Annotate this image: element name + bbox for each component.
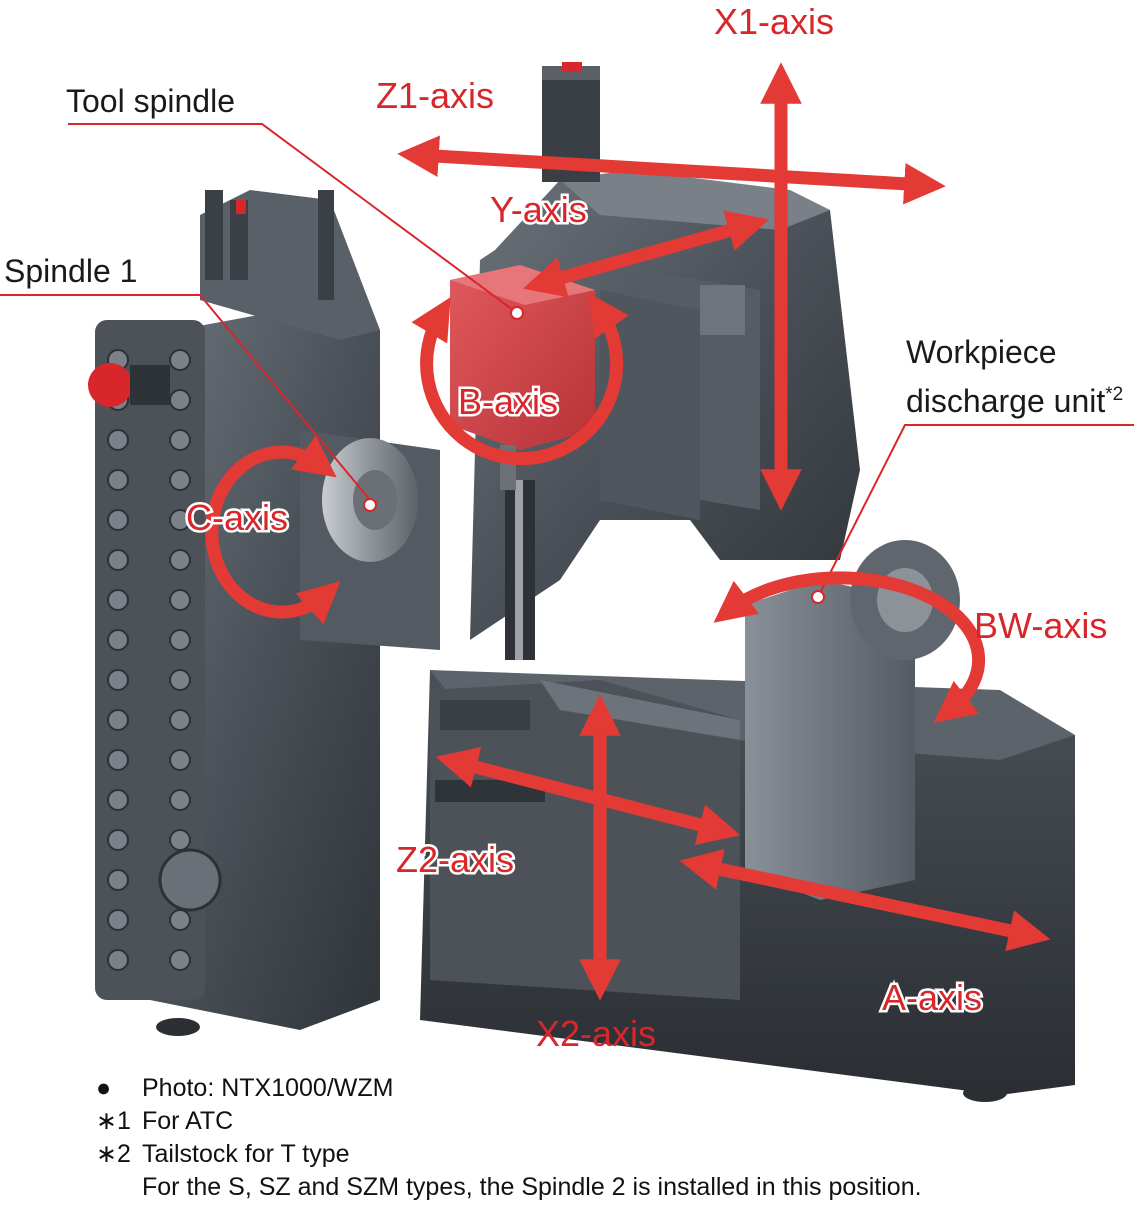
bw-axis-label: BW-axis (974, 605, 1107, 646)
footnote-1: ∗1 For ATC (96, 1105, 1116, 1138)
axis-arrows (205, 62, 1051, 1001)
footnote-mark: ∗2 (96, 1140, 131, 1168)
bullet-mark: ● (96, 1074, 112, 1102)
spindle-1-label: Spindle 1 (4, 253, 137, 289)
spindle-1-leader (0, 294, 371, 501)
b-axis-arrow (411, 292, 629, 466)
footnote-mark: ∗1 (96, 1107, 131, 1135)
footnote-photo: ● Photo: NTX1000/WZM (96, 1072, 1116, 1105)
axis-labels: X1-axis Z1-axis Y-axis B-axis C-axis BW-… (184, 1, 1108, 1054)
y-axis-label: Y-axis (490, 189, 587, 230)
workpiece-label-line1: Workpiece (906, 334, 1057, 370)
z1-axis-label: Z1-axis (376, 75, 494, 116)
workpiece-label-sup: *2 (1105, 384, 1123, 405)
x2-axis-label: X2-axis (536, 1013, 656, 1054)
tool-spindle-label: Tool spindle (66, 83, 235, 119)
z2-axis-label: Z2-axis (396, 839, 514, 880)
footnote-text: Tailstock for T type (142, 1140, 350, 1168)
tool-spindle-leader (68, 123, 518, 314)
c-axis-arrow (205, 435, 341, 625)
a-axis-arrow (679, 848, 1051, 952)
workpiece-leader (817, 424, 1134, 598)
y-axis-arrow (522, 210, 770, 298)
callout-labels: Tool spindle Spindle 1 Workpiece dischar… (4, 83, 1123, 419)
b-axis-label: B-axis (458, 381, 558, 422)
workpiece-label-line2: discharge unit*2 (906, 383, 1123, 419)
z1-axis-arrow (397, 135, 946, 205)
footnote-2-continuation: For the S, SZ and SZM types, the Spindle… (142, 1173, 922, 1201)
footnote-text: For ATC (142, 1107, 234, 1135)
bw-axis-arrow (713, 571, 986, 723)
footnotes: ● Photo: NTX1000/WZM ∗1 For ATC ∗2 Tails… (96, 1072, 1116, 1204)
x1-axis-label: X1-axis (714, 1, 834, 42)
footnote-2: ∗2 Tailstock for T type (96, 1138, 1116, 1171)
c-axis-label: C-axis (186, 497, 288, 538)
a-axis-label: A-axis (882, 977, 982, 1018)
workpiece-label-main: discharge unit (906, 383, 1105, 419)
footnote-text: Photo: NTX1000/WZM (142, 1074, 394, 1102)
